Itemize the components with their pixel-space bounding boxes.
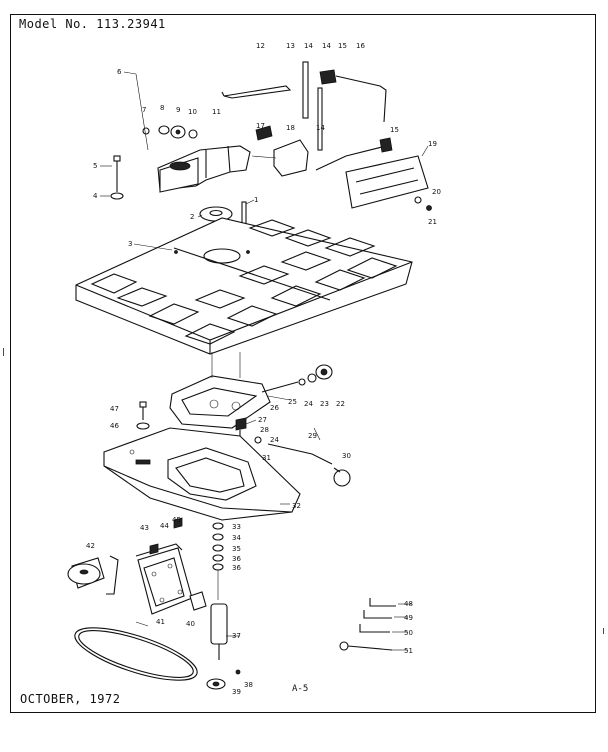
part-label: 11 — [212, 108, 221, 116]
part-label: 51 — [404, 647, 413, 655]
part-label: 10 — [188, 108, 197, 116]
bracket-assembly — [142, 61, 432, 211]
part-label: 12 — [256, 42, 265, 50]
part-label: 35 — [232, 545, 241, 553]
part-label: 44 — [160, 522, 169, 530]
publication-date: OCTOBER, 1972 — [20, 692, 121, 706]
page-number: A-5 — [292, 684, 309, 694]
part-label: 39 — [232, 688, 241, 696]
part-label: 19 — [428, 140, 437, 148]
part-label: 3 — [128, 240, 132, 248]
part-label: 25 — [288, 398, 297, 406]
part-label: 48 — [404, 600, 413, 608]
part-label: 2 — [190, 213, 194, 221]
part-label: 15 — [338, 42, 347, 50]
part-label: 34 — [232, 534, 241, 542]
part-label: 38 — [244, 681, 253, 689]
table-top — [75, 217, 413, 355]
part-label: 13 — [286, 42, 295, 50]
part-label: 7 — [142, 106, 146, 114]
margin-mark — [3, 348, 4, 356]
base — [103, 427, 301, 521]
part-label: 26 — [270, 404, 279, 412]
part-label: 17 — [256, 122, 265, 130]
part-label: 27 — [258, 416, 267, 424]
part-label: 30 — [342, 452, 351, 460]
part-label: 1 — [254, 196, 258, 204]
part-label: 49 — [404, 614, 413, 622]
page-frame — [10, 14, 596, 713]
part-label: 18 — [286, 124, 295, 132]
part-label: 24 — [270, 436, 279, 444]
part-label: 36 — [232, 564, 241, 572]
part-label: 47 — [110, 405, 119, 413]
spindle-stack — [206, 522, 241, 690]
part-label: 14 — [316, 124, 325, 132]
part-label: 43 — [140, 524, 149, 532]
part-label: 32 — [292, 502, 301, 510]
part-label: 5 — [93, 162, 97, 170]
part-label: 24 — [304, 400, 313, 408]
part-label: 42 — [86, 542, 95, 550]
part-label: 28 — [260, 426, 269, 434]
model-number: Model No. 113.23941 — [19, 17, 166, 31]
part-label: 50 — [404, 629, 413, 637]
motor-mount — [135, 543, 193, 615]
part-label: 15 — [390, 126, 399, 134]
part-label: 16 — [356, 42, 365, 50]
part-label: 21 — [428, 218, 437, 226]
lower-bracket — [169, 352, 351, 487]
part-label: 8 — [160, 104, 164, 112]
margin-mark — [603, 628, 604, 634]
part-label: 46 — [110, 422, 119, 430]
part-label: 9 — [176, 106, 180, 114]
part-label: 41 — [156, 618, 165, 626]
part-label: 33 — [232, 523, 241, 531]
part-label: 40 — [186, 620, 195, 628]
part-label: 22 — [336, 400, 345, 408]
part-labels: 1 2 3 4 5 6 7 8 9 10 11 12 13 14 14 14 1… — [86, 42, 441, 696]
part-label: 23 — [320, 400, 329, 408]
part-label: 20 — [432, 188, 441, 196]
part-label: 29 — [308, 432, 317, 440]
part-label: 37 — [232, 632, 241, 640]
part-label: 14 — [304, 42, 313, 50]
part-label: 36 — [232, 555, 241, 563]
part-label: 6 — [117, 68, 122, 76]
part-label: 45 — [172, 516, 181, 524]
part-label: 4 — [93, 192, 98, 200]
part-label: 31 — [262, 454, 271, 462]
part-label: 14 — [322, 42, 331, 50]
